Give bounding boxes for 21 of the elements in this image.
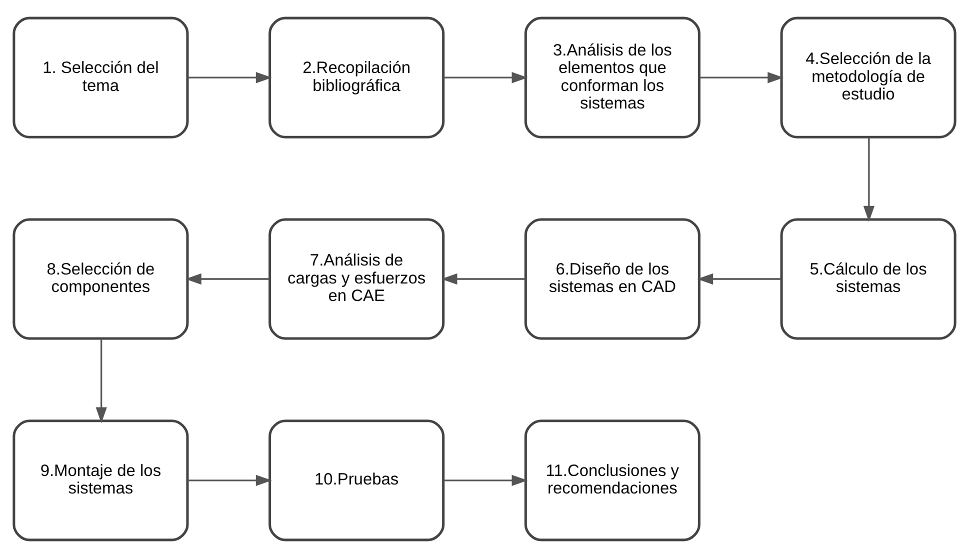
node-box: 2.Recopilación bibliográfica bbox=[268, 16, 445, 138]
arrow bbox=[444, 72, 528, 83]
arrow bbox=[699, 72, 784, 83]
node-box: 6.Diseño de los sistemas en CAD bbox=[524, 218, 700, 340]
arrow bbox=[188, 72, 272, 83]
arrow bbox=[441, 272, 526, 284]
arrow bbox=[697, 272, 782, 284]
node-box: 8.Selección de componentes bbox=[12, 218, 189, 340]
node-box: 1. Selección del tema bbox=[12, 16, 189, 138]
node-box: 7.Análisis de cargas y esfuerzos en CAE bbox=[268, 218, 445, 340]
arrow bbox=[96, 338, 107, 423]
arrow bbox=[444, 474, 528, 486]
node-box: 10.Pruebas bbox=[268, 419, 445, 541]
node-box: 3.Análisis de los elementos que conforman los sistemas bbox=[524, 16, 700, 138]
node-box: 4.Selección de la metodología de estudio bbox=[780, 16, 956, 138]
arrow bbox=[185, 272, 270, 284]
arrow bbox=[863, 136, 875, 222]
node-box: 11.Conclusiones y recomendaciones bbox=[524, 419, 700, 541]
node-box: 5.Cálculo de los sistemas bbox=[780, 218, 956, 340]
node-box: 9.Montaje de los sistemas bbox=[12, 419, 189, 541]
arrow bbox=[188, 474, 272, 486]
